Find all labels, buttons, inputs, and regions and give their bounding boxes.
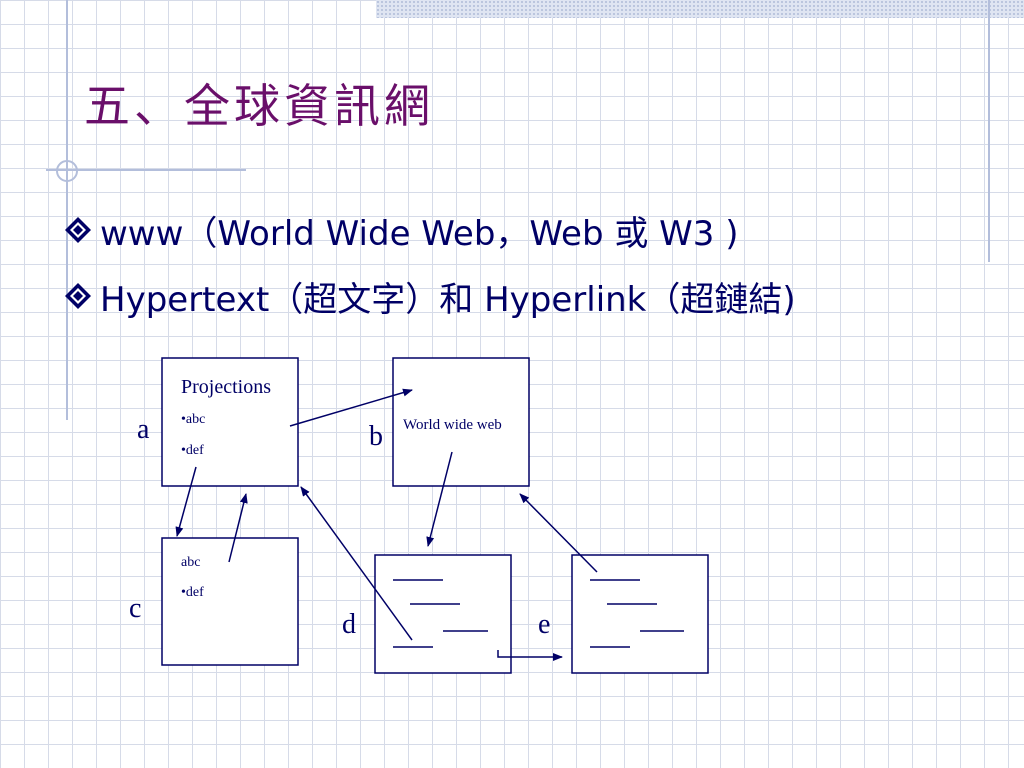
box-c-item: abc xyxy=(181,555,201,570)
top-decorative-band xyxy=(376,0,1024,18)
box-a-label: a xyxy=(137,414,150,445)
box-d-label: d xyxy=(342,609,356,640)
arrow-a-to-b xyxy=(289,388,413,427)
box-a-heading: Projections xyxy=(181,376,271,398)
diamond-bullet-icon xyxy=(65,283,91,309)
bullet-text: www（World Wide Web，Web 或 W3 ) xyxy=(100,213,739,254)
slide-title: 五、全球資訊網 xyxy=(84,79,434,133)
bullet-text: Hypertext（超文字）和 Hyperlink（超鏈結) xyxy=(100,279,796,320)
bullet-item-www: www（World Wide Web，Web 或 W3 ) xyxy=(62,206,796,254)
box-d xyxy=(374,554,512,674)
circle-decoration xyxy=(56,160,78,182)
left-decorative-line xyxy=(66,0,68,420)
bullet-list: www（World Wide Web，Web 或 W3 ) Hypertext（… xyxy=(62,206,796,338)
arrow-d-to-a xyxy=(300,486,413,641)
title-underline-decoration xyxy=(46,169,246,171)
diamond-bullet-icon xyxy=(65,217,91,243)
box-b-text: World wide web xyxy=(403,417,502,433)
arrow-a-to-c xyxy=(175,466,197,537)
box-c-label: c xyxy=(129,593,142,624)
box-a-item: •def xyxy=(181,443,204,458)
box-e-label: e xyxy=(538,609,551,640)
arrow-e-to-b xyxy=(519,493,598,573)
arrow-b-to-d xyxy=(426,451,453,547)
box-a-item: •abc xyxy=(181,412,206,427)
box-c-item: •def xyxy=(181,585,204,600)
arrow-d-to-e xyxy=(497,650,563,661)
box-b-label: b xyxy=(369,421,383,452)
box-a xyxy=(161,357,299,487)
box-b xyxy=(392,357,530,487)
box-e xyxy=(571,554,709,674)
arrow-c-to-a xyxy=(228,493,248,563)
right-decorative-line xyxy=(988,0,990,262)
bullet-item-hypertext: Hypertext（超文字）和 Hyperlink（超鏈結) xyxy=(62,272,796,320)
